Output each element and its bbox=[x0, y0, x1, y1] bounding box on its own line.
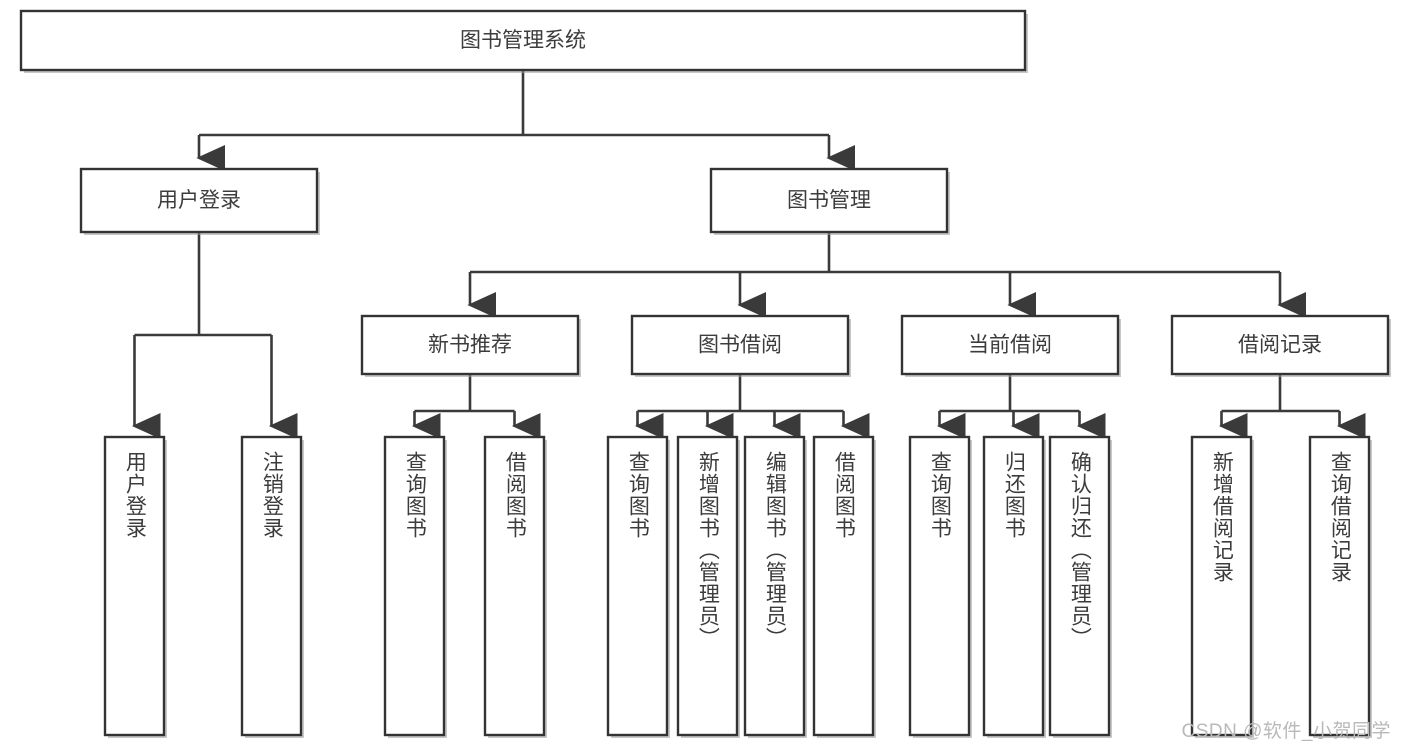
node-level2-0-rect[interactable] bbox=[79, 167, 319, 234]
node-leaf-2[interactable] bbox=[383, 435, 447, 738]
node-level3-3-rect[interactable] bbox=[1170, 314, 1390, 376]
node-leaf-0[interactable] bbox=[103, 435, 167, 738]
node-root-label: 图书管理系统 bbox=[460, 29, 586, 52]
node-leaf-9[interactable] bbox=[982, 435, 1046, 738]
node-leaf-6-rect[interactable] bbox=[743, 435, 806, 737]
node-leaf-12-rect[interactable] bbox=[1308, 435, 1371, 737]
node-level3-0-rect[interactable] bbox=[360, 314, 580, 376]
node-leaf-8-rect[interactable] bbox=[908, 435, 971, 737]
node-leaf-8[interactable] bbox=[908, 435, 972, 738]
node-leaf-2-rect[interactable] bbox=[383, 435, 446, 737]
node-level3-1-rect[interactable] bbox=[630, 314, 850, 376]
node-leaf-5-rect[interactable] bbox=[676, 435, 739, 737]
node-leaf-7-rect[interactable] bbox=[812, 435, 875, 737]
node-level3-2[interactable]: 当前借阅 bbox=[900, 314, 1121, 377]
node-level2-1-rect[interactable] bbox=[709, 167, 949, 234]
node-level2-1[interactable]: 图书管理 bbox=[709, 167, 950, 235]
node-leaf-3[interactable] bbox=[483, 435, 547, 738]
node-level3-0-label: 新书推荐 bbox=[428, 334, 512, 357]
node-level3-1[interactable]: 图书借阅 bbox=[630, 314, 851, 377]
node-leaf-9-rect[interactable] bbox=[982, 435, 1045, 737]
node-leaf-0-rect[interactable] bbox=[103, 435, 166, 737]
node-leaf-7[interactable] bbox=[812, 435, 876, 738]
node-level2-1-label: 图书管理 bbox=[787, 189, 871, 212]
node-level3-2-rect[interactable] bbox=[900, 314, 1120, 376]
node-leaf-5[interactable] bbox=[676, 435, 740, 738]
watermark-text: CSDN @软件_小贺同学 bbox=[1181, 721, 1391, 742]
node-leaf-10[interactable] bbox=[1048, 435, 1112, 738]
node-leaf-12[interactable] bbox=[1308, 435, 1372, 738]
node-level3-2-label: 当前借阅 bbox=[968, 334, 1052, 357]
node-level3-3[interactable]: 借阅记录 bbox=[1170, 314, 1391, 377]
node-root-rect[interactable] bbox=[19, 9, 1027, 72]
node-level3-0[interactable]: 新书推荐 bbox=[360, 314, 581, 377]
node-leaf-6[interactable] bbox=[743, 435, 807, 738]
node-leaf-11-rect[interactable] bbox=[1190, 435, 1253, 737]
connector-layer bbox=[131, 70, 1366, 439]
node-leaf-10-rect[interactable] bbox=[1048, 435, 1111, 737]
node-leaf-1[interactable] bbox=[240, 435, 304, 738]
node-leaf-11[interactable] bbox=[1190, 435, 1254, 738]
node-root[interactable]: 图书管理系统 bbox=[19, 9, 1028, 73]
node-leaf-3-rect[interactable] bbox=[483, 435, 546, 737]
node-level2-0[interactable]: 用户登录 bbox=[79, 167, 320, 235]
node-level3-3-label: 借阅记录 bbox=[1238, 334, 1322, 357]
node-leaf-4-rect[interactable] bbox=[606, 435, 669, 737]
node-leaf-4[interactable] bbox=[606, 435, 670, 738]
node-level3-1-label: 图书借阅 bbox=[698, 334, 782, 357]
node-leaf-1-rect[interactable] bbox=[240, 435, 303, 737]
node-level2-0-label: 用户登录 bbox=[157, 189, 241, 212]
